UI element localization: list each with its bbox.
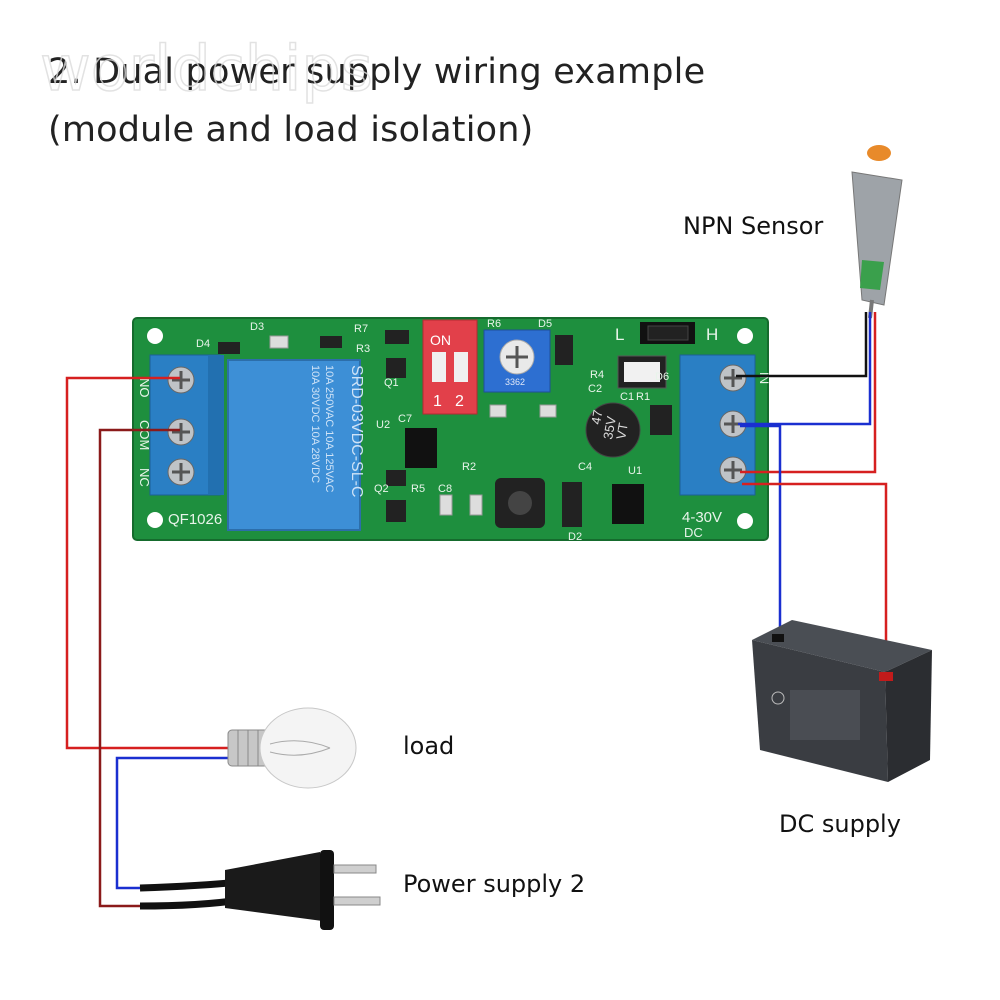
silkscreen-part-label: R6 [487, 318, 501, 330]
silkscreen-part-label: R5 [411, 483, 425, 495]
wires [65, 312, 888, 908]
silkscreen-part-label: D5 [538, 318, 552, 330]
lamp-blue-wire [115, 756, 232, 890]
dip-on-label: ON [430, 332, 451, 348]
load-label: load [403, 732, 455, 760]
terminal-no-label: NO [137, 378, 152, 398]
battery-red-wire [742, 482, 888, 675]
silkscreen-part-label: Q1 [384, 377, 399, 389]
sensor-red-wire [740, 312, 877, 474]
jumper-h-label: H [706, 325, 718, 344]
silkscreen-part-label: C4 [578, 461, 592, 473]
capacitor-label-3: VT [613, 421, 631, 440]
terminal-nc-label: NC [137, 468, 152, 487]
board-voltage-label: 4-30V [682, 509, 722, 526]
silkscreen-part-label: C8 [438, 483, 452, 495]
silkscreen-part-label: D3 [250, 321, 264, 333]
silkscreen-part-label: D2 [568, 531, 582, 543]
silkscreen-part-label: R3 [356, 343, 370, 355]
silkscreen-part-label: C7 [398, 413, 412, 425]
left-terminal-block [149, 354, 224, 496]
relay-model-text: SRD-03VDC-SL-C [348, 365, 365, 497]
battery-blue-wire [740, 424, 782, 638]
silkscreen-part-label: R4 [590, 369, 604, 381]
silkscreen-part-label: R2 [462, 461, 476, 473]
title-line-1: 2. Dual power supply wiring example [48, 52, 706, 92]
capacitor-label-2: 35V [600, 415, 619, 441]
npn-sensor-image [851, 145, 903, 319]
npn-sensor-label: NPN Sensor [683, 212, 824, 240]
silkscreen-part-label: R7 [354, 323, 368, 335]
potentiometer-label: 3362 [505, 377, 525, 387]
load-red-wire [65, 376, 232, 750]
potentiometer: 3362 [483, 329, 551, 393]
jumper-header: L H [615, 322, 718, 344]
silkscreen-part-label: R1 [636, 391, 650, 403]
capacitor-label-1: 47 [588, 409, 605, 426]
battery-image [752, 620, 932, 782]
silkscreen-part-label: D4 [196, 338, 210, 350]
dip-1-label: 1 [433, 393, 442, 410]
relay-rating-2: 10A 30VDC 10A 28VDC [309, 365, 321, 483]
silkscreen-part-label: C1 [620, 391, 634, 403]
title-line-2: (module and load isolation) [48, 110, 534, 150]
com-darkred-wire [98, 428, 180, 908]
silkscreen-part-label: C2 [588, 383, 602, 395]
silkscreen-part-label: U2 [376, 419, 390, 431]
relay: SRD-03VDC-SL-C 10A 250VAC 10A 125VAC 10A… [227, 359, 365, 531]
dip-2-label: 2 [455, 393, 464, 410]
board-model-label: QF1026 [168, 511, 222, 528]
light-bulb-image [227, 707, 357, 789]
terminal-in-label: IN [757, 372, 771, 384]
power-plug-image [139, 850, 381, 930]
watermark-top: worldchips [40, 32, 373, 105]
sensor-blue-wire [738, 312, 872, 426]
dip-switch: ON 1 2 [422, 319, 478, 415]
board-voltage-unit: DC [684, 525, 703, 540]
silkscreen-part-label: D6 [655, 371, 669, 383]
jumper-l-label: L [615, 325, 624, 344]
dc-supply-label: DC supply [779, 810, 901, 838]
power-supply-2-label: Power supply 2 [403, 870, 586, 898]
sensor-black-wire [736, 312, 868, 378]
terminal-com-label: COM [137, 420, 152, 450]
relay-module-board: NO COM NC SRD-03VDC-SL-C 10A 250VAC 10A … [132, 317, 771, 541]
silkscreen-part-label: Q2 [374, 483, 389, 495]
silkscreen-part-label: U1 [628, 465, 642, 477]
relay-rating-1: 10A 250VAC 10A 125VAC [323, 365, 335, 492]
